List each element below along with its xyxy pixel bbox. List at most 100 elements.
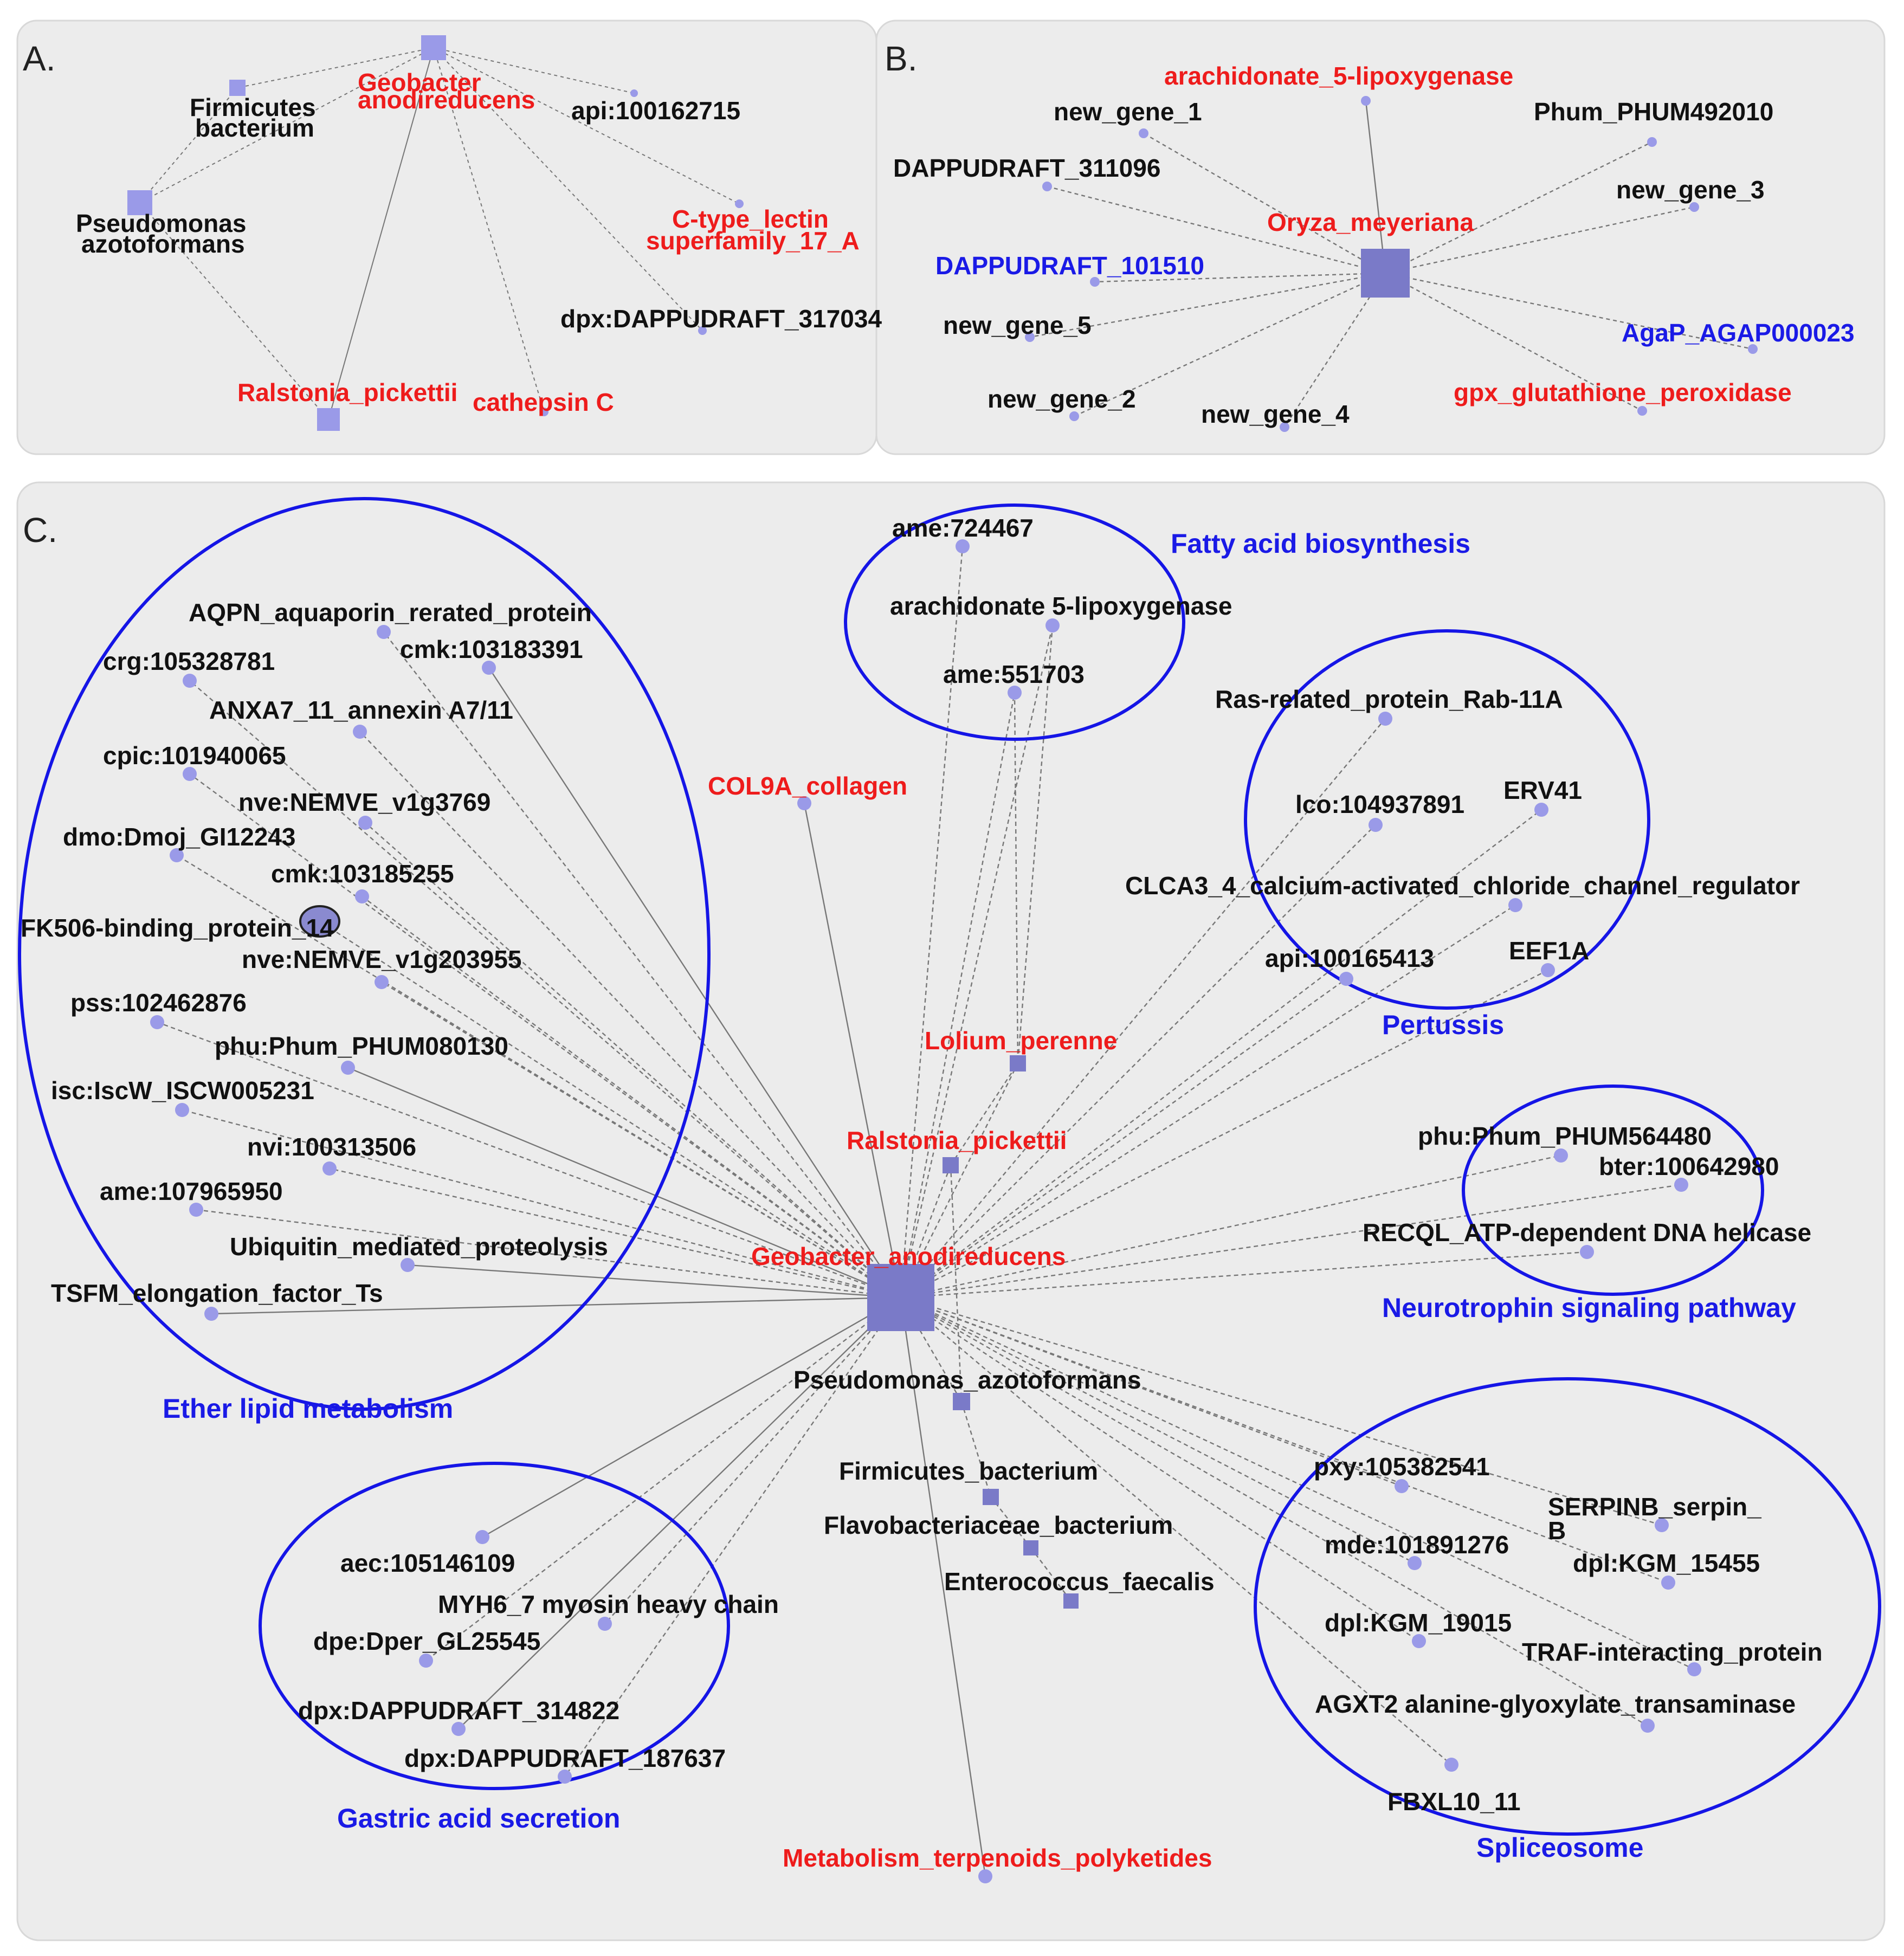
label-c-ame950: ame:107965950 [100, 1177, 283, 1205]
label-c-eef1a: EEF1A [1509, 937, 1589, 965]
label-c-aqpn: AQPN_aquaporin_rerated_protein [189, 598, 592, 627]
label-a-api: api:100162715 [571, 96, 740, 125]
label-c-pseudoC: Pseudomonas_azotoformans [793, 1366, 1141, 1394]
node-c-recql [1580, 1245, 1594, 1259]
label-c-ralstC: Ralstonia_pickettii [847, 1126, 1067, 1154]
edge-c-firmC-flavo [990, 1496, 1031, 1548]
edge-c-ame467 [900, 546, 964, 1298]
edge-c-clca3 [900, 904, 1516, 1299]
edge-b-arach [1365, 100, 1386, 274]
label-a-ralst: Ralstonia_pickettii [237, 378, 457, 406]
node-b-hub [1361, 249, 1410, 298]
edge-c-ralstC-pseudoC [950, 1165, 963, 1402]
edge-c-ralstC-lolium [950, 1063, 1019, 1166]
edge-a-pseudo-ralst [139, 202, 329, 420]
edge-c-api413 [900, 978, 1347, 1298]
edge-a-geo-lectin [433, 47, 740, 204]
label-c-tsfm: TSFM_elongation_factor_Ts [51, 1279, 383, 1307]
edge-c-myh6 [604, 1297, 901, 1624]
node-c-serpinb [1655, 1518, 1669, 1532]
ellipse-pertussis [1244, 629, 1650, 1010]
node-a-dpx [698, 326, 707, 335]
node-c-cmk391 [482, 661, 496, 675]
node-c-aqpn [377, 625, 391, 639]
node-a-firm [229, 80, 246, 96]
node-a-pseudo [127, 190, 152, 215]
label-c-rab11a: Ras-related_protein_Rab-11A [1215, 685, 1563, 713]
label-b-dap101: DAPPUDRAFT_101510 [935, 251, 1204, 280]
edge-a-geo-ralst [328, 47, 434, 420]
edge-c-arach5 [900, 625, 1054, 1298]
node-c-aec [475, 1530, 489, 1544]
panel-b-letter: B. [885, 39, 917, 78]
panel-c-letter: C. [23, 511, 57, 550]
node-c-crg [183, 674, 197, 688]
label-b-agap: AgaP_AGAP000023 [1622, 319, 1855, 347]
node-b-ng1 [1139, 128, 1148, 138]
label-c-cmk255: cmk:103185255 [271, 860, 454, 888]
node-b-ng3 [1689, 202, 1699, 212]
label-c-aec: aec:105146109 [340, 1549, 515, 1577]
node-c-dpx637 [558, 1770, 572, 1784]
edge-c-nve3769 [365, 822, 901, 1298]
node-c-ame703 [1008, 686, 1022, 700]
label-c-nvi: nvi:100313506 [247, 1133, 416, 1161]
group-label-ether: Ether lipid metabolism [163, 1393, 453, 1424]
label-b-ng3: new_gene_3 [1616, 176, 1765, 204]
node-c-dpl455 [1661, 1576, 1675, 1590]
edge-c-aqpn [383, 631, 901, 1298]
node-c-flavo [1023, 1540, 1038, 1555]
label-a-geo-line-2: anodireducens [358, 86, 535, 114]
edge-c-ame703-lolium [1014, 692, 1019, 1064]
edge-c-cpic [189, 773, 901, 1298]
edge-c-cmk255 [362, 896, 901, 1298]
edge-c-agxt2 [900, 1296, 1648, 1727]
node-c-tsfm [204, 1307, 218, 1321]
node-c-dpe [419, 1654, 433, 1668]
label-c-phu080130: phu:Phum_PHUM080130 [215, 1032, 508, 1060]
label-b-phum: Phum_PHUM492010 [1534, 98, 1773, 126]
node-c-nvi [322, 1161, 337, 1176]
label-c-ame467: ame:724467 [892, 514, 1034, 542]
node-c-phu080130 [341, 1061, 355, 1075]
node-c-isc [175, 1103, 189, 1117]
edge-c-cmk391 [488, 667, 902, 1298]
nodes-layer [127, 35, 1758, 1883]
label-c-clca3: CLCA3_4_calcium-activated_chloride_chann… [1125, 872, 1800, 900]
edge-c-fk506 [319, 920, 901, 1299]
label-c-firmC: Firmicutes_bacterium [839, 1457, 1098, 1485]
label-c-bter: bter:100642980 [1599, 1152, 1779, 1180]
label-b-ng2: new_gene_2 [988, 385, 1136, 413]
edge-c-nve203955 [381, 981, 901, 1299]
label-a-geo-line-1: Geobacter [358, 68, 481, 96]
label-c-fbxl10: FBXL10_11 [1387, 1787, 1520, 1816]
node-c-ame467 [956, 539, 970, 553]
node-c-rab11a [1378, 712, 1392, 726]
label-c-fk506: FK506-binding_protein_14 [21, 914, 334, 942]
label-c-dpx637: dpx:DAPPUDRAFT_187637 [404, 1744, 726, 1772]
label-c-isc: isc:IscW_ISCW005231 [51, 1076, 314, 1105]
edge-b-agap [1385, 272, 1753, 350]
label-c-lolium: Lolium_perenne [925, 1027, 1117, 1055]
edge-b-ng2 [1074, 272, 1386, 417]
edge-c-pss [157, 1021, 901, 1299]
label-c-cpic: cpic:101940065 [103, 741, 286, 770]
edge-c-lolium [900, 1063, 1019, 1298]
node-c-firmC [983, 1489, 999, 1505]
edge-c-fbxl10 [900, 1297, 1452, 1765]
label-c-dpl015: dpl:KGM_19015 [1325, 1609, 1512, 1637]
node-b-dap311 [1042, 182, 1052, 191]
edge-c-isc [182, 1109, 901, 1299]
labels-layer: Ether lipid metabolism Fatty acid biosyn… [21, 62, 1855, 1872]
node-c-ubiq [401, 1258, 415, 1272]
node-c-nve203955 [375, 975, 389, 989]
group-label-pertussis: Pertussis [1382, 1010, 1504, 1040]
label-b-hub: Oryza_meyeriana [1267, 208, 1474, 236]
label-a-pseudo-line-2: azotoformans [81, 230, 245, 258]
label-c-crg: crg:105328781 [103, 647, 275, 675]
node-c-agxt2 [1641, 1719, 1655, 1733]
label-c-dpe: dpe:Dper_GL25545 [313, 1627, 540, 1655]
label-b-ng1: new_gene_1 [1054, 98, 1202, 126]
group-label-fatty: Fatty acid biosynthesis [1171, 528, 1470, 559]
label-c-api413: api:100165413 [1265, 944, 1434, 972]
